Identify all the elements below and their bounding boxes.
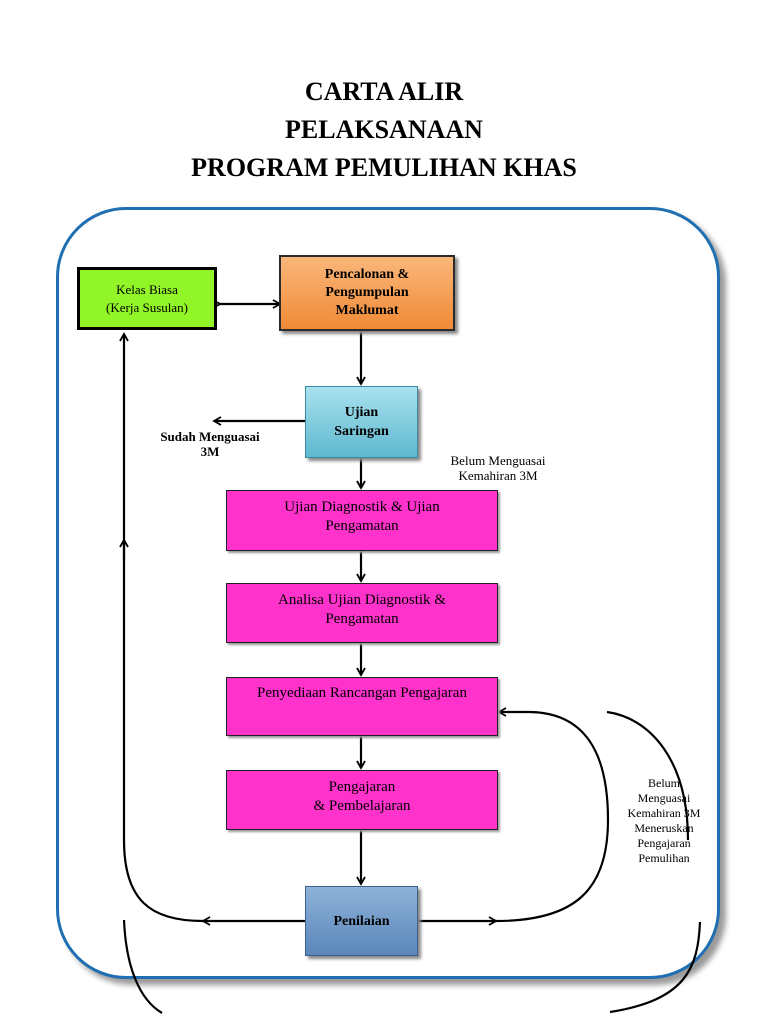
- node-pencalonan-line2: Pengumpulan: [325, 285, 409, 300]
- right-brace-curve: [606, 710, 690, 841]
- node-ujian-saringan-line1: Ujian: [344, 405, 379, 420]
- node-penilaian-line1: Penilaian: [333, 913, 390, 929]
- node-pengajaran-line1: Pengajaran: [328, 779, 396, 795]
- node-analisa-line1: Analisa Ujian Diagnostik &: [278, 592, 446, 608]
- label-belum-menguasai-line2: Kemahiran 3M: [458, 468, 538, 483]
- label-belum-meneruskan-line4: Meneruskan: [634, 821, 694, 835]
- title-line-1: CARTA ALIR: [304, 77, 464, 106]
- node-pencalonan: Pencalonan & Pengumpulan Maklumat: [279, 255, 455, 331]
- loop-right-to-penyediaan: [495, 707, 610, 923]
- title-line-2: PELAKSANAAN: [285, 115, 483, 144]
- label-belum-meneruskan: Belum Menguasai Kemahiran 3M Meneruskan …: [612, 776, 716, 866]
- label-belum-menguasai: Belum Menguasai Kemahiran 3M: [424, 453, 572, 483]
- bottom-curve-right: [609, 921, 702, 1014]
- node-pengajaran-line2: & Pembelajaran: [313, 798, 411, 814]
- label-sudah-menguasai-line2: 3M: [200, 444, 220, 459]
- label-sudah-menguasai-line1: Sudah Menguasai: [160, 429, 260, 444]
- node-ujian-diagnostik-line1: Ujian Diagnostik & Ujian: [284, 499, 440, 515]
- label-sudah-menguasai: Sudah Menguasai 3M: [140, 429, 280, 459]
- node-penyediaan-line1: Penyediaan Rancangan Pengajaran: [257, 685, 467, 701]
- bottom-curve-left: [122, 919, 163, 1014]
- node-kelas-biasa-line1: Kelas Biasa: [116, 281, 178, 297]
- node-penyediaan: Penyediaan Rancangan Pengajaran: [226, 677, 498, 736]
- title-line-3: PROGRAM PEMULIHAN KHAS: [191, 153, 577, 182]
- node-analisa: Analisa Ujian Diagnostik & Pengamatan: [226, 583, 498, 643]
- label-belum-menguasai-line1: Belum Menguasai: [450, 453, 546, 468]
- loop-left-to-kelas: [119, 332, 204, 923]
- node-penilaian: Penilaian: [305, 886, 418, 956]
- node-ujian-diagnostik: Ujian Diagnostik & Ujian Pengamatan: [226, 490, 498, 551]
- label-belum-meneruskan-line5: Pengajaran: [637, 836, 691, 850]
- label-belum-meneruskan-line2: Menguasai: [637, 791, 691, 805]
- label-belum-meneruskan-line1: Belum: [648, 776, 680, 790]
- node-kelas-biasa-line2: (Kerja Susulan): [106, 299, 188, 315]
- label-belum-meneruskan-line3: Kemahiran 3M: [627, 806, 701, 820]
- node-ujian-diagnostik-line2: Pengamatan: [325, 518, 399, 534]
- node-pencalonan-line3: Maklumat: [335, 303, 399, 318]
- flowchart-frame: [56, 207, 720, 979]
- node-pencalonan-line1: Pencalonan &: [324, 267, 410, 282]
- node-analisa-line2: Pengamatan: [325, 611, 399, 627]
- label-belum-meneruskan-line6: Pemulihan: [638, 851, 690, 865]
- node-ujian-saringan: Ujian Saringan: [305, 386, 418, 458]
- node-ujian-saringan-line2: Saringan: [334, 424, 389, 439]
- node-pengajaran: Pengajaran & Pembelajaran: [226, 770, 498, 830]
- node-kelas-biasa: Kelas Biasa (Kerja Susulan): [77, 267, 217, 330]
